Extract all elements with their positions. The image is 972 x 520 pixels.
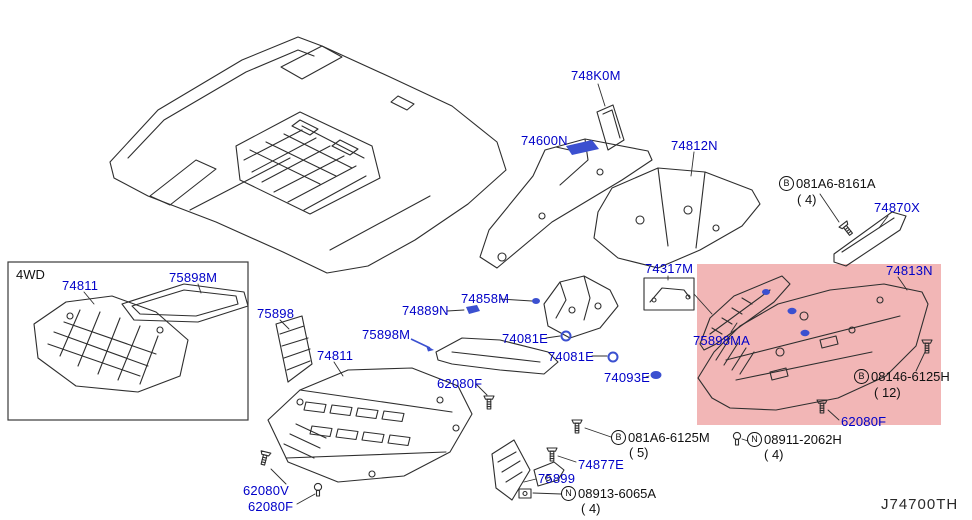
drawing-748K0M [596, 104, 625, 151]
part-label-748K0M[interactable]: 748K0M [571, 68, 621, 83]
drawing-74858M [543, 275, 619, 339]
fastener-qty: ( 4) [581, 501, 601, 516]
drawing-center-74811 [267, 367, 473, 483]
drawing-floor-pan [109, 36, 507, 274]
fastener-code: 081A6-6125M [628, 430, 710, 445]
drawing-74870X [833, 211, 907, 267]
part-label-74889N[interactable]: 74889N [402, 303, 449, 318]
fastener-code: 08911-2062H [764, 432, 842, 447]
circled-B-icon: B [611, 430, 626, 445]
drawing-74600N [479, 138, 653, 269]
leader-lines [83, 83, 926, 505]
circled-N-icon: N [561, 486, 576, 501]
fastener-code: 08146-6125H [871, 369, 950, 384]
fastener-qty: ( 4) [764, 447, 784, 462]
part-label-62080V[interactable]: 62080V [243, 483, 290, 498]
fastener-code: 081A6-8161A [796, 176, 876, 191]
drawing-center-75898M [435, 337, 559, 375]
drawing-74812N [593, 167, 761, 269]
part-label-74858M[interactable]: 74858M [461, 291, 510, 306]
drawing-74317M [643, 277, 695, 311]
circled-B-icon: B [779, 176, 794, 191]
fastener-qty: ( 4) [797, 192, 817, 207]
part-label-74081E-b[interactable]: 74081E [548, 349, 595, 364]
part-label-75898[interactable]: 75898 [257, 306, 295, 321]
part-label-75898M-4wd[interactable]: 75898M [169, 270, 218, 285]
fastener-qty: ( 12) [874, 385, 901, 400]
part-label-75898M[interactable]: 75898M [362, 327, 411, 342]
4wd-variant-label: 4WD [16, 267, 45, 282]
fastener-qty: ( 5) [629, 445, 649, 460]
drawing-4wd-75898M [121, 283, 249, 323]
part-label-75899[interactable]: 75899 [538, 471, 576, 486]
part-label-75898MA[interactable]: 75898MA [693, 333, 751, 348]
drawing-75898 [275, 315, 313, 383]
fastener-code: 08913-6065A [578, 486, 657, 501]
part-label-74877E[interactable]: 74877E [578, 457, 625, 472]
drawing-75898MA [699, 275, 791, 351]
part-label-74317M[interactable]: 74317M [645, 261, 694, 276]
drawing-74813N [697, 283, 929, 411]
part-label-74081E-a[interactable]: 74081E [502, 331, 549, 346]
part-label-74811[interactable]: 74811 [317, 348, 354, 363]
circled-N-icon: N [747, 432, 762, 447]
highlight-clips [410, 140, 810, 379]
part-label-74811-4wd[interactable]: 74811 [62, 278, 99, 293]
circled-B-icon: B [854, 369, 869, 384]
drawing-4wd-74811 [33, 295, 189, 393]
part-label-62080F-c[interactable]: 62080F [437, 376, 483, 391]
part-label-62080F-bl[interactable]: 62080F [248, 499, 294, 514]
4wd-variant-box [7, 261, 249, 421]
part-label-62080F-r[interactable]: 62080F [841, 414, 887, 429]
part-label-74870X[interactable]: 74870X [874, 200, 921, 215]
drawing-74877E-75899 [491, 439, 565, 501]
part-label-74812N[interactable]: 74812N [671, 138, 718, 153]
part-label-74600N[interactable]: 74600N [521, 133, 568, 148]
part-label-74093E[interactable]: 74093E [604, 370, 651, 385]
part-label-74813N[interactable]: 74813N [886, 263, 933, 278]
diagram-reference-code: J74700TH [881, 496, 959, 513]
